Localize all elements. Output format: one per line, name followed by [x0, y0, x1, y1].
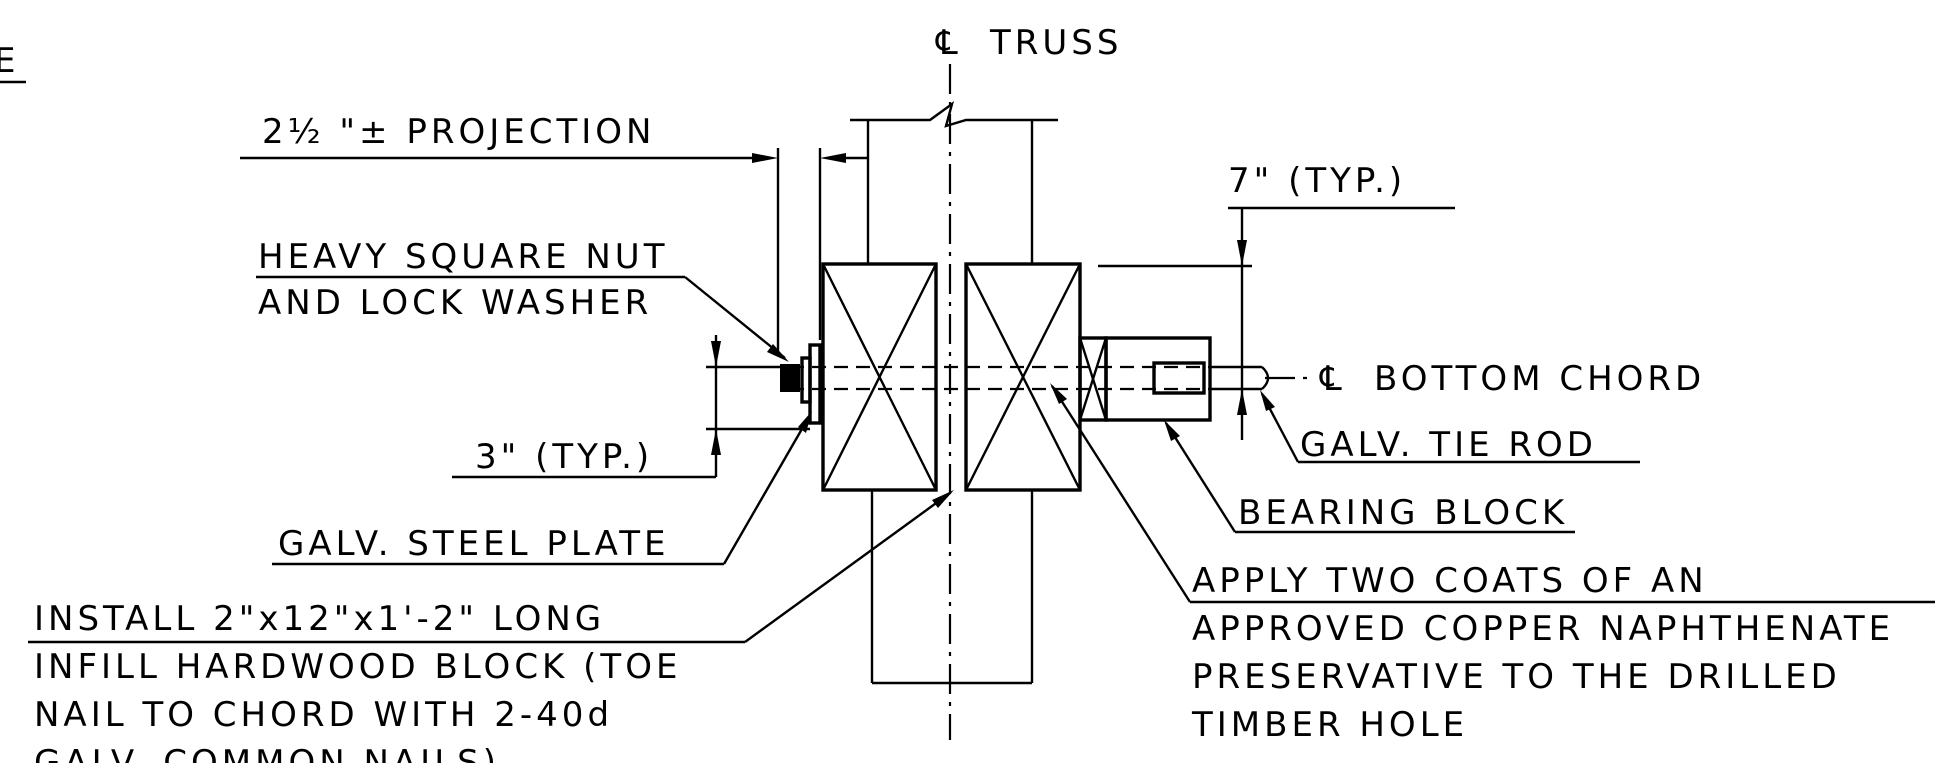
nut-label-line2: AND LOCK WASHER: [258, 283, 652, 323]
bearing-block: [1104, 336, 1212, 422]
bearing-block-leader: [1164, 420, 1237, 533]
tie-rod: [790, 365, 1270, 391]
truss-vertical-member: [850, 101, 1058, 685]
seven-inch-typ-label: 7" (TYP.): [1228, 161, 1406, 201]
bearing-block-label: BEARING BLOCK: [1238, 493, 1568, 533]
heavy-square-nut: [780, 364, 800, 392]
nut-label-line1: HEAVY SQUARE NUT: [258, 237, 668, 277]
install-note-line2: INFILL HARDWOOD BLOCK (TOE: [34, 647, 681, 687]
centerline-truss-label: TRUSS: [989, 23, 1122, 63]
steel-plate-label: GALV. STEEL PLATE: [278, 524, 669, 564]
projection-label: 2½ "± PROJECTION: [262, 112, 655, 152]
partial-title-text: E: [0, 41, 19, 81]
install-note-line4: GALV. COMMON NAILS): [34, 743, 500, 763]
tie-rod-label: GALV. TIE ROD: [1300, 425, 1597, 465]
centerline-truss-symbol: ℄: [935, 23, 962, 63]
infill-block-leader: [744, 490, 954, 643]
centerline-chord-symbol: ℄: [1319, 359, 1346, 399]
infill-hardwood-block: [964, 262, 1082, 492]
bottom-chord-block-left: [821, 262, 938, 492]
projection-dimension: [752, 148, 868, 352]
install-note-line1: INSTALL 2"x12"x1'-2" LONG: [34, 599, 605, 639]
apply-note-line4: TIMBER HOLE: [1191, 705, 1468, 745]
bottom-chord-label: BOTTOM CHORD: [1374, 359, 1705, 399]
apply-note-line2: APPROVED COPPER NAPHTHENATE: [1192, 609, 1894, 649]
lock-washer: [800, 356, 812, 404]
tie-rod-nut-right: [1152, 361, 1206, 395]
tie-rod-leader: [1260, 390, 1300, 463]
install-note-line3: NAIL TO CHORD WITH 2-40d: [34, 695, 613, 735]
three-inch-dimension: [706, 335, 810, 477]
three-inch-typ-label: 3" (TYP.): [475, 437, 653, 477]
apply-note-leader: [1050, 383, 1192, 603]
nut-leader: [684, 276, 789, 362]
apply-note-line1: APPLY TWO COATS OF AN: [1192, 561, 1708, 601]
apply-note-line3: PRESERVATIVE TO THE DRILLED: [1192, 657, 1841, 697]
bottom-chord-block-right: [1078, 336, 1108, 422]
seven-inch-dimension: [1098, 208, 1252, 440]
steel-plate-leader: [722, 411, 812, 565]
